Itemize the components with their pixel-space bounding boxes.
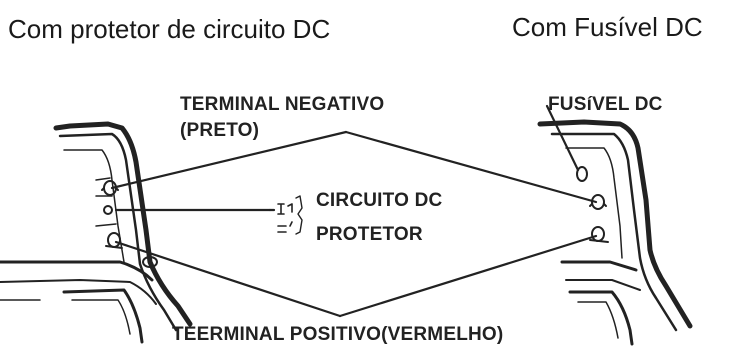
label-positive-terminal: TEERMINAL POSITIVO(VERMELHO) [172,324,504,345]
leader-lines [110,104,598,318]
heading-dc-fuse: Com Fusível DC [512,12,703,42]
right-unit-housing [537,119,693,346]
left-unit-terminals [101,180,158,268]
left-unit-housing [0,121,193,344]
breaker-symbol [277,195,303,235]
label-dc-circuit: CIRCUITO DC [316,190,443,211]
right-unit-terminals [576,166,609,243]
label-negative-terminal-color: (PRETO) [180,120,260,141]
label-negative-terminal: TERMINAL NEGATIVO [180,94,385,115]
heading-circuit-protector: Com protetor de circuito DC [8,14,331,44]
label-protector: PROTETOR [316,224,423,245]
label-dc-fuse: FUSíVEL DC [548,94,663,115]
